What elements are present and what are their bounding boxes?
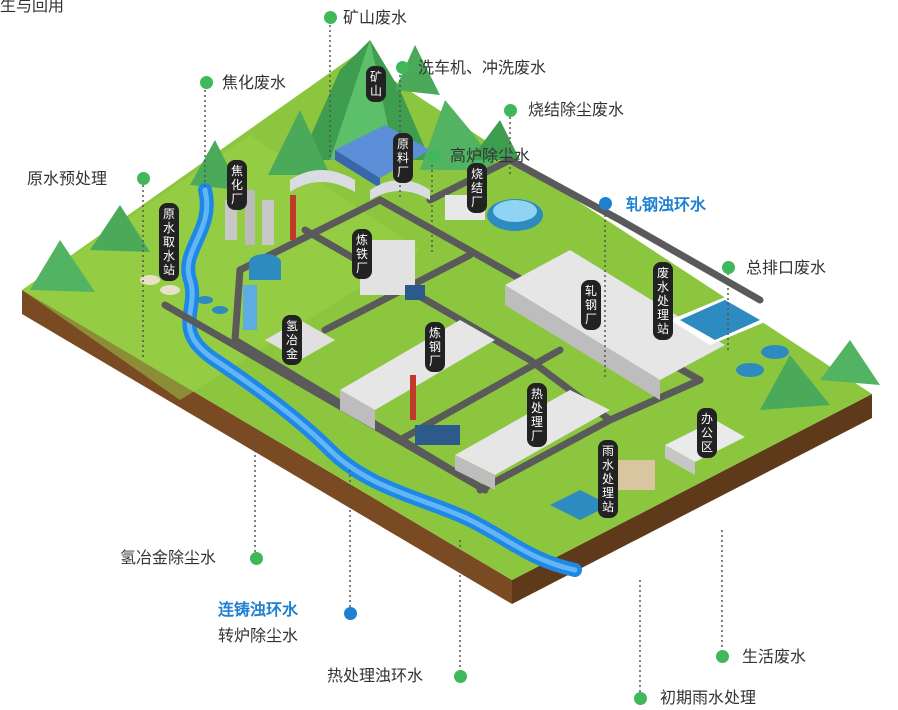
tag-coking: 焦化厂 bbox=[227, 160, 247, 210]
callout-dot-rolling-turbid bbox=[599, 197, 612, 210]
callout-initial-rain: 初期雨水处理 bbox=[660, 688, 757, 707]
callout-blast-furnace: 高炉除尘水 bbox=[450, 146, 531, 165]
callout-dot-hydrogen-dust bbox=[250, 552, 263, 565]
callout-dot-domestic bbox=[716, 650, 729, 663]
tag-steelmaking: 炼钢厂 bbox=[425, 322, 445, 372]
callout-dot-coking-water bbox=[200, 76, 213, 89]
tag-heat-treatment: 热处理厂 bbox=[527, 383, 547, 447]
tag-mine: 矿山 bbox=[366, 66, 386, 102]
ground-shade bbox=[22, 135, 420, 400]
callout-dot-heat-turbid bbox=[454, 670, 467, 683]
callout-dot-sinter-dust bbox=[504, 104, 517, 117]
callout-hydrogen-dust: 氢冶金除尘水 bbox=[120, 548, 217, 567]
callout-dot-raw-pretreat bbox=[137, 172, 150, 185]
callout-dot-casting-turbid bbox=[344, 607, 357, 620]
callout-main-outlet: 总排口废水 bbox=[746, 258, 827, 277]
callout-dot-car-wash bbox=[396, 61, 409, 74]
callout-converter-dust: 转炉除尘水 bbox=[218, 626, 299, 645]
soil-side-right bbox=[512, 394, 872, 604]
callout-dot-mine-water bbox=[324, 11, 337, 24]
tag-rolling: 轧钢厂 bbox=[581, 280, 601, 330]
callout-rolling-turbid: 轧钢浊环水 bbox=[626, 195, 707, 214]
callout-domestic: 生活废水 bbox=[742, 647, 807, 666]
tag-hydrogen: 氢冶金 bbox=[282, 315, 302, 365]
tag-raw-material: 原料厂 bbox=[393, 133, 413, 183]
callout-sinter-dust: 烧结除尘废水 bbox=[528, 100, 625, 119]
leader-lines bbox=[142, 20, 729, 697]
tag-rain-station: 雨水处理站 bbox=[598, 440, 618, 518]
callout-casting-turbid: 连铸浊环水 bbox=[218, 600, 299, 619]
callout-dot-main-outlet bbox=[722, 261, 735, 274]
callout-car-wash: 洗车机、冲洗废水 bbox=[418, 58, 547, 77]
tag-wastewater: 废水处理站 bbox=[653, 262, 673, 340]
callout-raw-pretreat: 原水预处理 bbox=[27, 169, 108, 188]
corner-text-fragment: 生与回用 bbox=[0, 0, 65, 15]
callout-heat-turbid: 热处理浊环水 bbox=[327, 666, 424, 685]
tag-office: 办公区 bbox=[697, 408, 717, 458]
callout-mine-water: 矿山废水 bbox=[343, 8, 408, 27]
mountains bbox=[30, 40, 880, 410]
tag-intake: 原水取水站 bbox=[159, 203, 179, 281]
tag-ironmaking: 炼铁厂 bbox=[352, 229, 372, 279]
callout-dot-initial-rain bbox=[634, 692, 647, 705]
callout-coking-water: 焦化废水 bbox=[222, 73, 287, 92]
callout-dot-blast-furnace bbox=[427, 150, 440, 163]
tag-sintering: 烧结厂 bbox=[467, 163, 487, 213]
